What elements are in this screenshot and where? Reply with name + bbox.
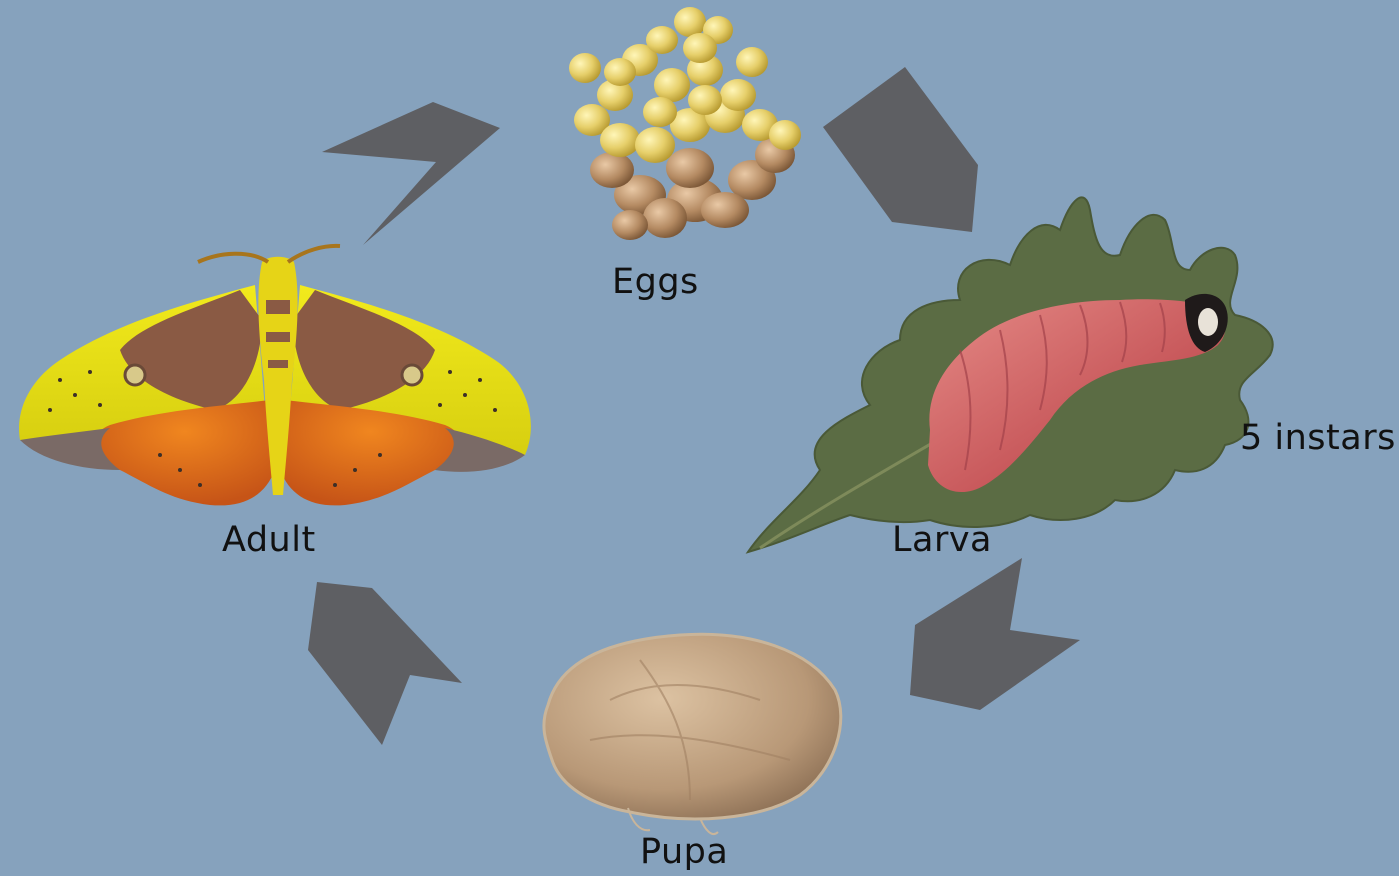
moth-icon [19, 246, 531, 506]
arrow-larva-to-pupa [910, 558, 1080, 710]
caterpillar-on-leaf-icon [748, 197, 1273, 552]
eggs-label: Eggs [612, 262, 699, 302]
larva-label: Larva [892, 520, 992, 560]
adult-label: Adult [222, 520, 316, 560]
eggs-cluster-icon [569, 7, 801, 240]
arrow-pupa-to-adult [308, 582, 462, 745]
instars-note: 5 instars [1240, 418, 1396, 458]
cocoon-icon [544, 634, 841, 834]
pupa-label: Pupa [640, 832, 728, 872]
arrow-adult-to-eggs [322, 102, 500, 245]
arrow-eggs-to-larva [823, 67, 978, 232]
